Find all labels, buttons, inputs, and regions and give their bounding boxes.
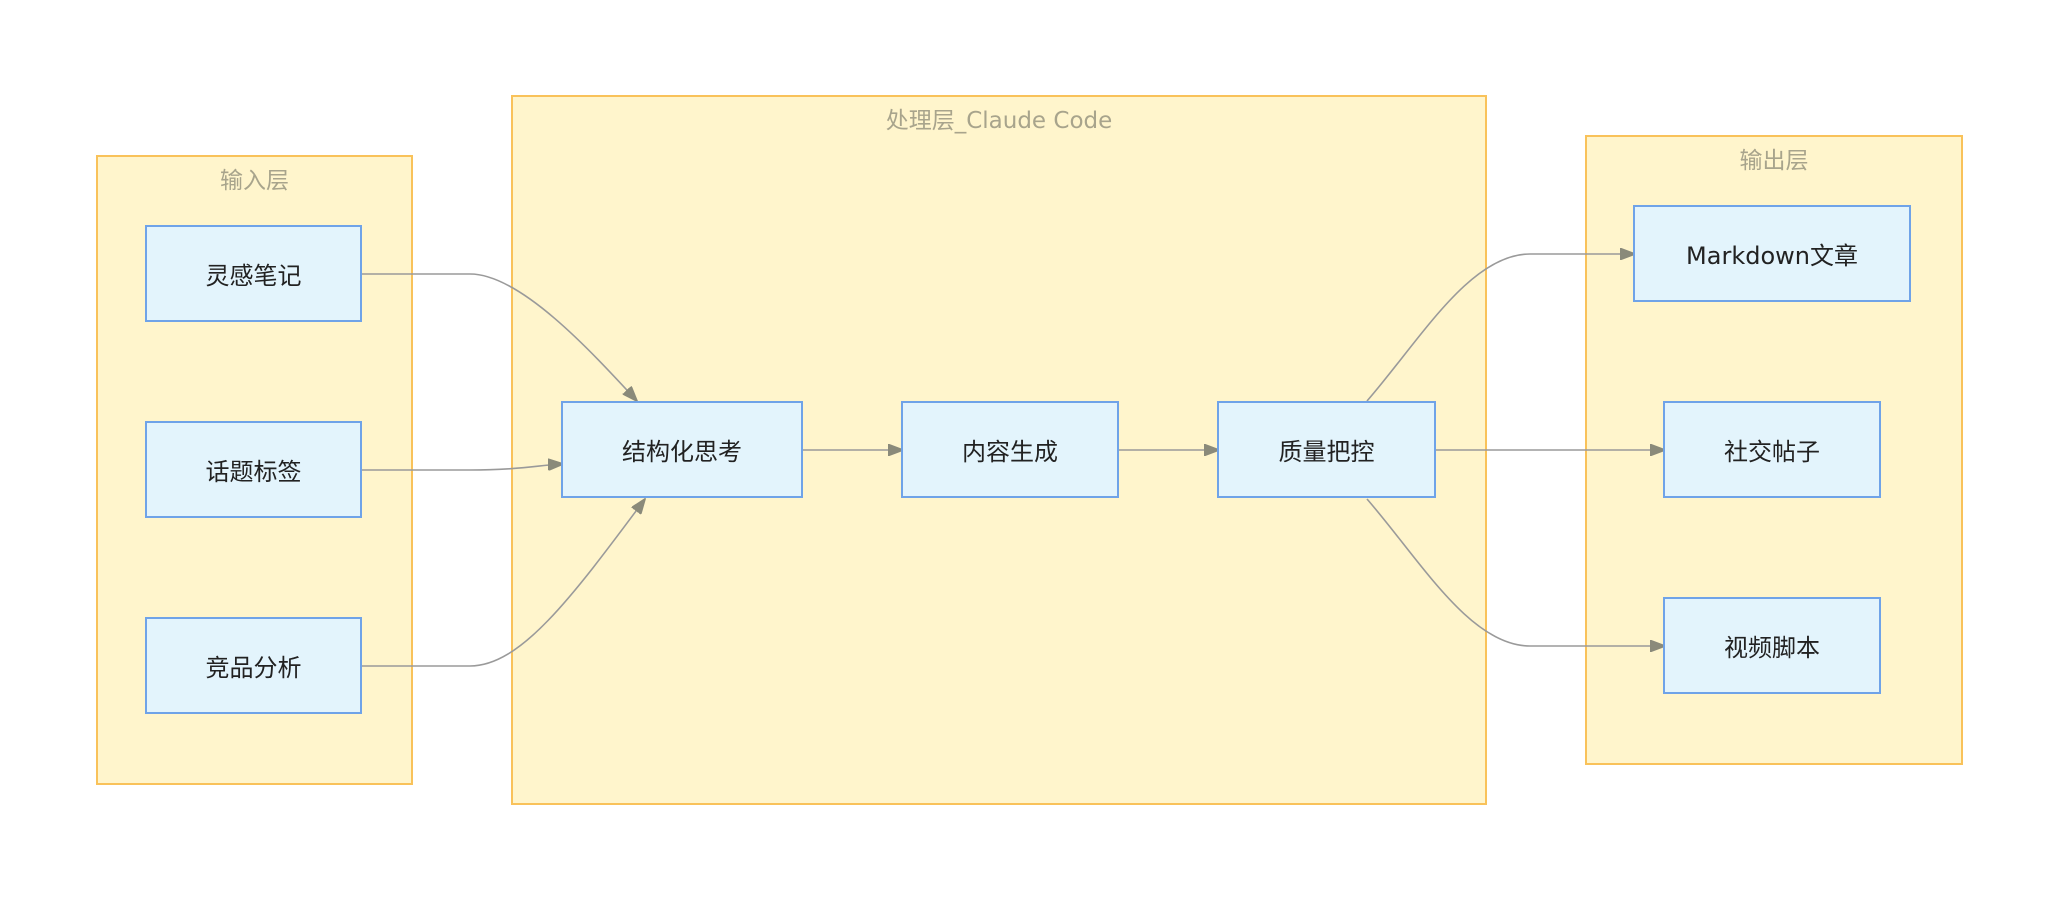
- output-layer-title: 输出层: [1739, 148, 1809, 174]
- edge-quality-to-markdown: [1366, 254, 1635, 402]
- edge-inspiration-to-structured: [362, 273, 637, 401]
- edge-topic-to-structured: [362, 464, 563, 471]
- node-topic-tags[interactable]: 话题标签: [145, 421, 362, 518]
- node-content-generation[interactable]: 内容生成: [901, 401, 1119, 498]
- node-markdown-article[interactable]: Markdown文章: [1633, 205, 1911, 302]
- input-layer-title: 输入层: [220, 168, 289, 194]
- node-inspiration-notes[interactable]: 灵感笔记: [145, 225, 362, 322]
- edge-quality-to-video: [1366, 498, 1665, 646]
- node-structured-thinking[interactable]: 结构化思考: [561, 401, 803, 498]
- processing-layer-title: 处理层_Claude Code: [885, 108, 1113, 134]
- node-social-post[interactable]: 社交帖子: [1663, 401, 1881, 498]
- edge-competitor-to-structured: [362, 499, 645, 667]
- node-competitor-analysis[interactable]: 竞品分析: [145, 617, 362, 714]
- node-video-script[interactable]: 视频脚本: [1663, 597, 1881, 694]
- node-quality-control[interactable]: 质量把控: [1217, 401, 1436, 498]
